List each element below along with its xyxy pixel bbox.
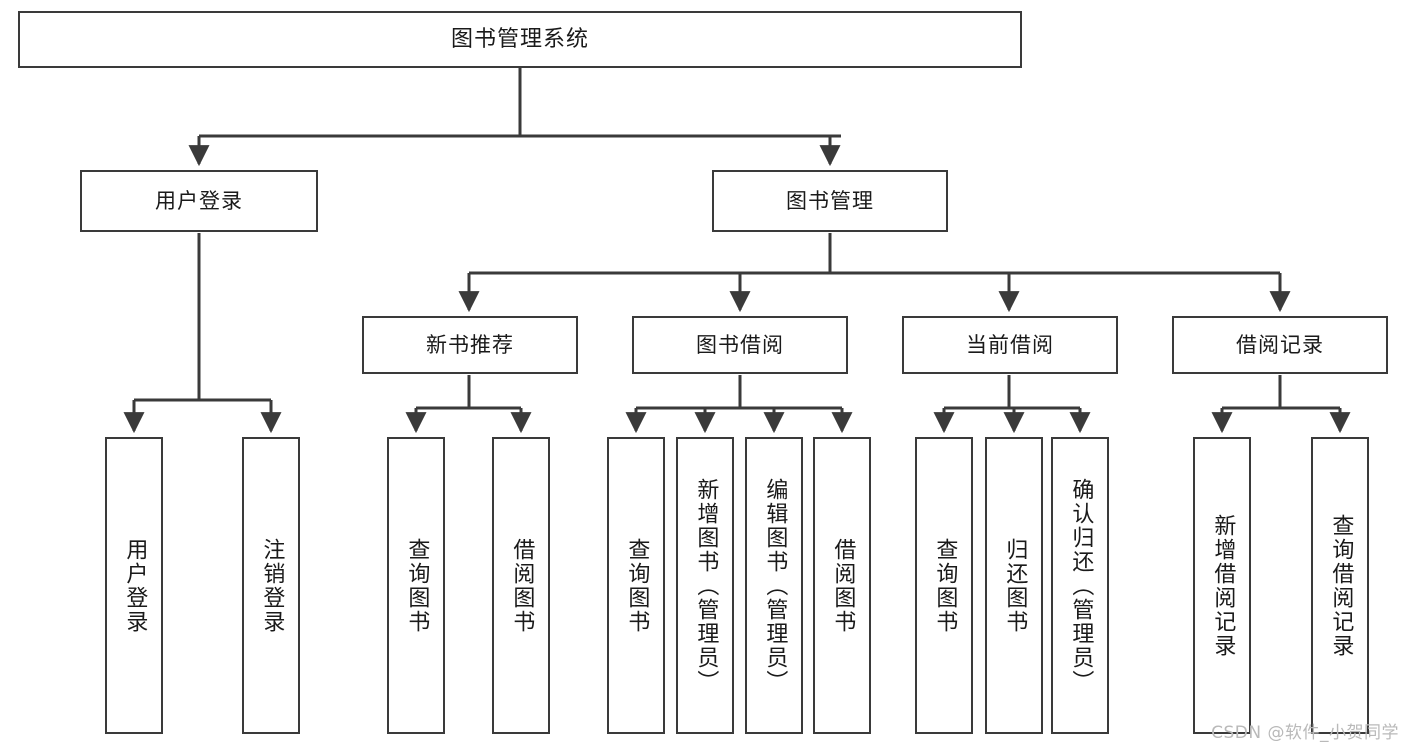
node-label: 新增借阅记录 <box>1210 513 1236 658</box>
node-current-borrow[interactable]: 当前借阅 <box>902 316 1118 374</box>
node-label: 用户登录 <box>155 188 243 213</box>
node-label: 注销登录 <box>259 537 285 634</box>
node-label: 查询图书 <box>404 537 430 634</box>
leaf-logout[interactable]: 注销登录 <box>242 437 300 734</box>
node-label: 查询图书 <box>624 537 650 634</box>
leaf-query-book-current[interactable]: 查询图书 <box>915 437 973 734</box>
node-label: 用户登录 <box>122 537 148 634</box>
node-label: 编辑图书（管理员） <box>762 477 788 694</box>
node-borrow-record[interactable]: 借阅记录 <box>1172 316 1388 374</box>
leaf-add-book-admin[interactable]: 新增图书（管理员） <box>676 437 734 734</box>
leaf-borrow-book-recommend[interactable]: 借阅图书 <box>492 437 550 734</box>
node-book-management[interactable]: 图书管理 <box>712 170 948 232</box>
node-label: 新书推荐 <box>426 332 514 357</box>
node-label: 图书管理 <box>786 188 874 213</box>
node-new-book-recommend[interactable]: 新书推荐 <box>362 316 578 374</box>
leaf-edit-book-admin[interactable]: 编辑图书（管理员） <box>745 437 803 734</box>
node-book-borrow[interactable]: 图书借阅 <box>632 316 848 374</box>
node-label: 借阅图书 <box>830 537 856 634</box>
node-label: 查询图书 <box>932 537 958 634</box>
node-label: 借阅图书 <box>509 537 535 634</box>
node-label: 新增图书（管理员） <box>693 477 719 694</box>
leaf-return-book[interactable]: 归还图书 <box>985 437 1043 734</box>
node-label: 当前借阅 <box>966 332 1054 357</box>
leaf-borrow-book[interactable]: 借阅图书 <box>813 437 871 734</box>
watermark-text: CSDN @软件_小贺同学 <box>1211 723 1399 743</box>
node-label: 确认归还（管理员） <box>1068 477 1094 694</box>
node-label: 借阅记录 <box>1236 332 1324 357</box>
leaf-query-borrow-record[interactable]: 查询借阅记录 <box>1311 437 1369 734</box>
leaf-confirm-return-admin[interactable]: 确认归还（管理员） <box>1051 437 1109 734</box>
node-root-system[interactable]: 图书管理系统 <box>18 11 1022 68</box>
node-label: 图书借阅 <box>696 332 784 357</box>
node-label: 查询借阅记录 <box>1328 513 1354 658</box>
node-user-login[interactable]: 用户登录 <box>80 170 318 232</box>
leaf-query-book-recommend[interactable]: 查询图书 <box>387 437 445 734</box>
node-label: 图书管理系统 <box>450 26 589 52</box>
leaf-add-borrow-record[interactable]: 新增借阅记录 <box>1193 437 1251 734</box>
leaf-user-login[interactable]: 用户登录 <box>105 437 163 734</box>
leaf-query-book-borrow[interactable]: 查询图书 <box>607 437 665 734</box>
node-label: 归还图书 <box>1002 537 1028 634</box>
